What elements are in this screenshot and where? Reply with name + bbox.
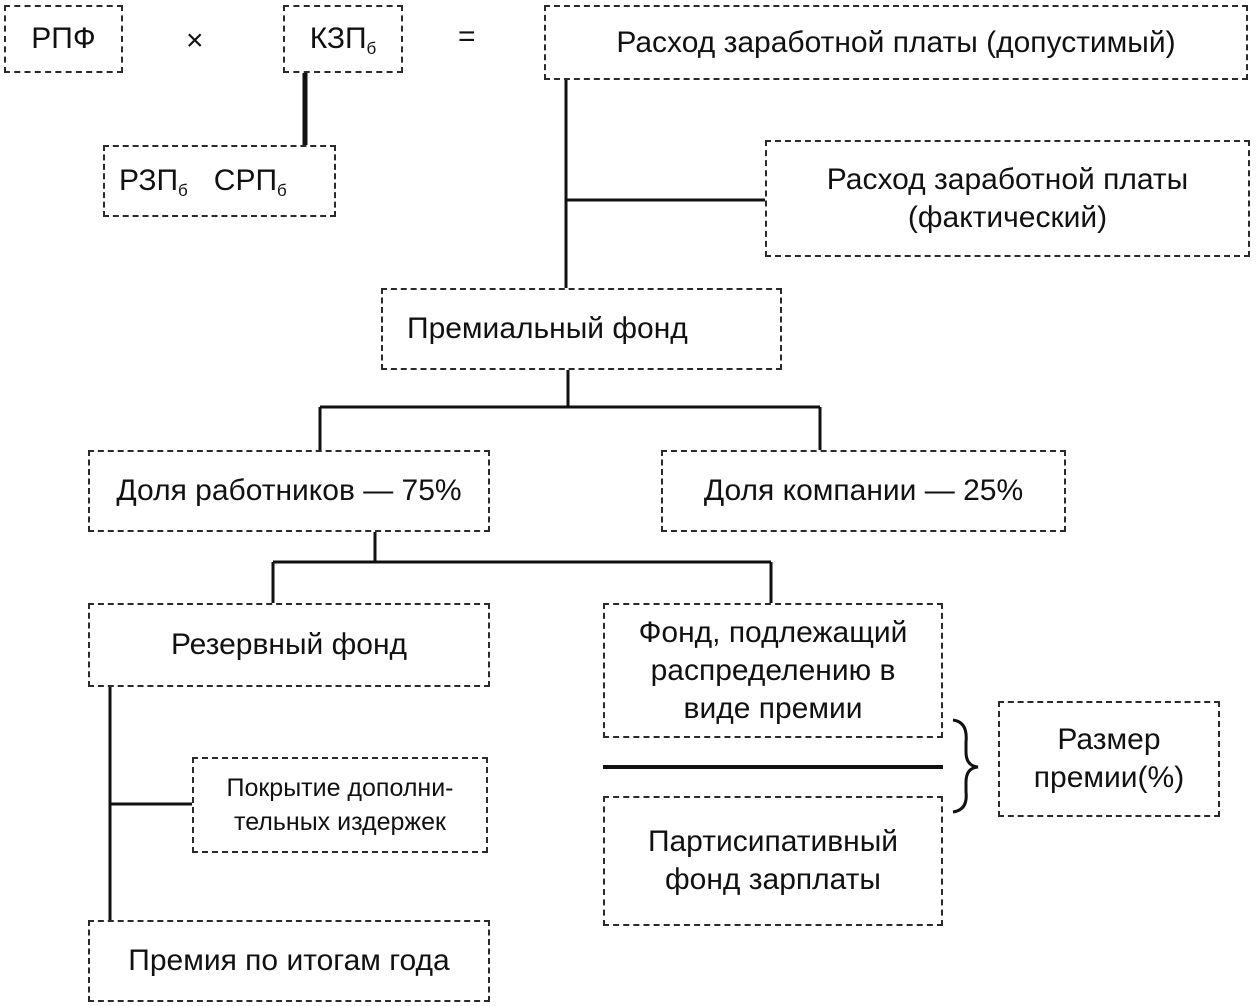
annual-bonus-box: Премия по итогам года [88,920,490,1002]
bonus-size-label: Размер премии(%) [1033,723,1185,794]
participative-fund-label: Партисипативный фонд зарплаты [647,825,899,896]
employees-share-label: Доля работников — 75% [116,474,462,507]
participative-fund-box: Партисипативный фонд зарплаты [603,796,943,926]
curly-brace [952,718,979,814]
rzp-srp-box: РЗПб СРПб [103,145,336,217]
kzp-label: КЗПб [309,22,377,58]
rpf-box: РПФ [4,5,123,73]
rpf-label: РПФ [31,22,96,55]
additional-costs-box: Покрытие дополни- тельных издержек [192,757,488,853]
distribution-fund-label: Фонд, подлежащий распределению в виде пр… [638,615,908,725]
distribution-fund-box: Фонд, подлежащий распределению в виде пр… [603,603,943,738]
allowed-payroll-label: Расход заработной платы (допустимый) [616,25,1176,59]
allowed-payroll-box: Расход заработной платы (допустимый) [544,5,1248,80]
bonus-fund-box: Премиальный фонд [381,288,782,370]
additional-costs-label: Покрытие дополни- тельных издержек [226,774,454,836]
annual-bonus-label: Премия по итогам года [128,944,450,977]
company-share-label: Доля компании — 25% [703,474,1024,507]
equals-sign: = [458,20,476,53]
actual-payroll-box: Расход заработной платы (фактический) [765,140,1250,257]
reserve-fund-box: Резервный фонд [88,603,490,687]
reserve-fund-label: Резервный фонд [170,628,408,661]
srp-label: СРПб [213,164,287,200]
bonus-fund-label: Премиальный фонд [407,312,688,345]
actual-payroll-label: Расход заработной платы (фактический) [826,162,1189,234]
multiply-sign: × [186,24,204,57]
rzp-label: РЗПб [119,164,188,200]
employees-share-box: Доля работников — 75% [88,450,490,532]
bonus-size-box: Размер премии(%) [998,701,1220,817]
kzp-box: КЗПб [283,5,403,73]
company-share-box: Доля компании — 25% [661,450,1066,532]
